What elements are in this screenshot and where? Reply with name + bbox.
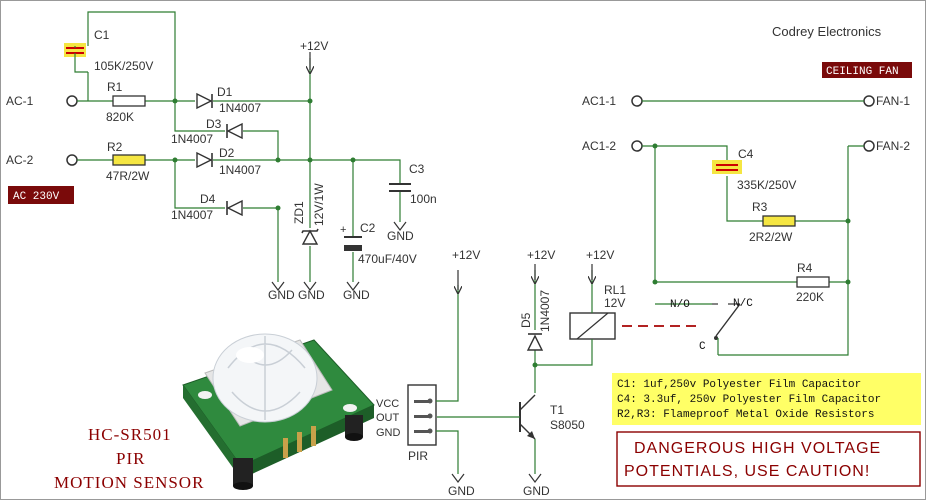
brand-label: Codrey Electronics	[772, 24, 882, 39]
warning-line-1: DANGEROUS HIGH VOLTAGE	[634, 440, 881, 457]
d2-diode	[196, 151, 213, 169]
pir-vcc-label: VCC	[376, 398, 399, 410]
d2-value: 1N4007	[219, 163, 261, 177]
d5-value: 1N4007	[538, 290, 552, 332]
pir-header-name: PIR	[408, 449, 428, 463]
sensor-caption-1: HC-SR501	[88, 425, 172, 444]
c1-capacitor	[64, 43, 88, 73]
ceiling-fan-tag: CEILING FAN	[822, 62, 912, 78]
gnd-label-4: GND	[387, 229, 414, 243]
v12-d5-label: +12V	[527, 248, 555, 262]
d5-diode	[526, 333, 544, 351]
d1-diode	[196, 92, 213, 110]
ac1-terminal	[66, 95, 78, 107]
r1-name: R1	[107, 80, 123, 94]
pir-header-pins	[414, 398, 433, 434]
pir-gnd-label: GND	[376, 427, 401, 439]
zd1-name: ZD1	[292, 201, 306, 224]
d2-name: D2	[219, 146, 235, 160]
d3-diode	[226, 122, 243, 140]
gnd-label-pir: GND	[448, 484, 475, 498]
d1-value: 1N4007	[219, 101, 261, 115]
r3-value: 2R2/2W	[749, 230, 793, 244]
c4-capacitor	[712, 160, 742, 174]
c3-name: C3	[409, 162, 425, 176]
ac2-terminal	[66, 154, 78, 166]
gnd-label-1: GND	[268, 288, 295, 302]
relay-nc-label: N/C	[733, 298, 753, 310]
d1-name: D1	[217, 85, 233, 99]
r3-resistor	[762, 215, 796, 227]
relay-no-label: N/O	[670, 299, 690, 311]
rl1-relay-coil	[569, 312, 616, 340]
r4-resistor	[796, 276, 830, 288]
zd1-zener	[301, 228, 319, 245]
gnd-label-t1: GND	[523, 484, 550, 498]
c4-name: C4	[738, 147, 754, 161]
rl1-value: 12V	[604, 296, 625, 310]
gnd-label-2: GND	[298, 288, 325, 302]
note-2: C4: 3.3uf, 250v Polyester Film Capacitor	[617, 394, 881, 406]
rl1-name: RL1	[604, 283, 626, 297]
r4-value: 220K	[796, 290, 824, 304]
r2-value: 47R/2W	[106, 169, 150, 183]
d3-value: 1N4007	[171, 132, 213, 146]
note-3: R2,R3: Flameproof Metal Oxide Resistors	[617, 409, 874, 421]
ac-230v-tag: AC 230V	[8, 186, 74, 204]
pir-sensor-illustration	[182, 333, 375, 490]
ac1-2-label: AC1-2	[582, 139, 616, 153]
gnd-label-3: GND	[343, 288, 370, 302]
t1-transistor	[519, 394, 536, 440]
r1-resistor	[112, 95, 146, 107]
c2-value: 470uF/40V	[358, 252, 417, 266]
zd1-value: 12V/1W	[312, 183, 326, 226]
pir-out-label: OUT	[376, 412, 400, 424]
fan2-terminal	[863, 140, 875, 152]
v12-pir-label: +12V	[452, 248, 480, 262]
component-notes: C1: 1uf,250v Polyester Film Capacitor C4…	[612, 373, 921, 425]
t1-name: T1	[550, 403, 564, 417]
c3-value: 100n	[410, 192, 437, 206]
svg-text:+: +	[340, 224, 346, 236]
ac2-label: AC-2	[6, 153, 34, 167]
fan1-terminal	[863, 95, 875, 107]
d4-value: 1N4007	[171, 208, 213, 222]
warning-box: DANGEROUS HIGH VOLTAGE POTENTIALS, USE C…	[616, 431, 921, 487]
ac1-1-terminal	[631, 95, 643, 107]
c3-capacitor	[389, 183, 411, 192]
d5-name: D5	[519, 312, 533, 328]
c1-value: 105K/250V	[94, 59, 153, 73]
svg-text:AC 230V: AC 230V	[13, 191, 60, 203]
note-1: C1: 1uf,250v Polyester Film Capacitor	[617, 379, 861, 391]
d3-name: D3	[206, 117, 222, 131]
warning-line-2: POTENTIALS, USE CAUTION!	[624, 463, 870, 480]
c2-name: C2	[360, 221, 376, 235]
ac1-label: AC-1	[6, 94, 34, 108]
r2-name: R2	[107, 140, 123, 154]
r2-resistor	[112, 154, 146, 166]
r3-name: R3	[752, 200, 768, 214]
d4-diode	[226, 199, 243, 217]
v12-relay-label: +12V	[586, 248, 614, 262]
r4-name: R4	[797, 261, 813, 275]
d4-name: D4	[200, 192, 216, 206]
ac1-1-label: AC1-1	[582, 94, 616, 108]
fan1-label: FAN-1	[876, 94, 910, 108]
sensor-caption-2: PIR	[116, 449, 145, 468]
c2-capacitor: +	[340, 224, 362, 251]
c4-value: 335K/250V	[737, 178, 796, 192]
sensor-caption-3: MOTION SENSOR	[54, 473, 204, 492]
svg-text:CEILING FAN: CEILING FAN	[826, 66, 899, 78]
fan2-label: FAN-2	[876, 139, 910, 153]
relay-c-label: C	[699, 341, 706, 353]
ac1-2-terminal	[631, 140, 643, 152]
t1-value: S8050	[550, 418, 585, 432]
gnd-symbols-left	[271, 221, 407, 291]
gnd-symbols-right	[451, 473, 542, 483]
relay-contacts	[712, 303, 741, 355]
c1-name: C1	[94, 28, 110, 42]
v12-left-label: +12V	[300, 39, 328, 53]
r1-value: 820K	[106, 110, 134, 124]
